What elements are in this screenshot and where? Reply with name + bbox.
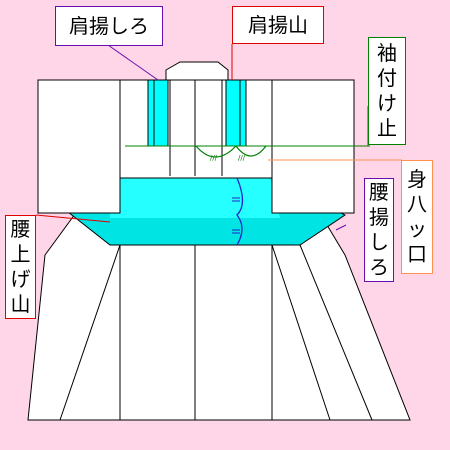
label-char: 止 [377,116,397,140]
leader-kata-age-shiro [107,44,159,81]
label-char: 山 [10,292,31,316]
label-kata-age-yama: 肩揚山 [232,6,324,44]
label-char: 八 [407,192,427,216]
collar-tab [165,61,229,81]
panel-line-6 [299,244,373,421]
panel-line-5 [271,244,331,421]
label-koshi-age-yama-text: 腰上げ山 [11,217,31,317]
label-kata-age-shiro: 肩揚しろ [55,6,163,46]
label-mi-yatsuguchi-text: 身八ッ口 [407,167,427,267]
label-char: 揚 [369,205,389,229]
left-sleeve [37,79,121,214]
label-char: 身 [407,167,427,191]
waist-tuck-band-front [110,178,280,218]
label-koshi-age-yama: 腰上げ山 [5,215,36,319]
shoulder-tuck-right [225,79,247,147]
label-char: 上 [10,242,31,266]
label-koshi-age-shiro: 腰揚しろ [364,178,394,282]
upper-body [119,79,273,179]
label-mi-yatsuguchi: 身八ッ口 [401,160,433,274]
pleat-stitch-mark-1: /// [210,154,218,162]
label-sode-tsuke-dome: 袖付け止 [368,37,406,145]
label-char: 口 [407,242,427,266]
label-char: け [377,91,397,115]
label-char: 腰 [10,217,31,241]
shoulder-tuck-left [147,79,169,147]
label-char: げ [10,267,31,291]
label-char: し [369,230,389,254]
label-sode-tsuke-dome-text: 袖付け止 [377,41,397,141]
label-char: ろ [369,255,389,279]
pleat-stitch-mark-2: /// [238,154,246,162]
pleat-stitch-curve [195,145,267,158]
panel-line-2 [59,244,121,421]
leader-koshi-age-yama [35,214,111,223]
label-char: ッ [407,217,427,241]
label-char: 付 [377,66,397,90]
label-kata-age-shiro-text: 肩揚しろ [69,14,149,38]
leader-koshi-age-shiro [335,224,347,231]
label-koshi-age-shiro-text: 腰揚しろ [369,180,389,280]
label-kata-age-yama-text: 肩揚山 [248,13,308,37]
waist-stitch-curve [236,177,244,246]
label-char: 袖 [377,41,397,65]
label-char: 腰 [369,180,389,204]
